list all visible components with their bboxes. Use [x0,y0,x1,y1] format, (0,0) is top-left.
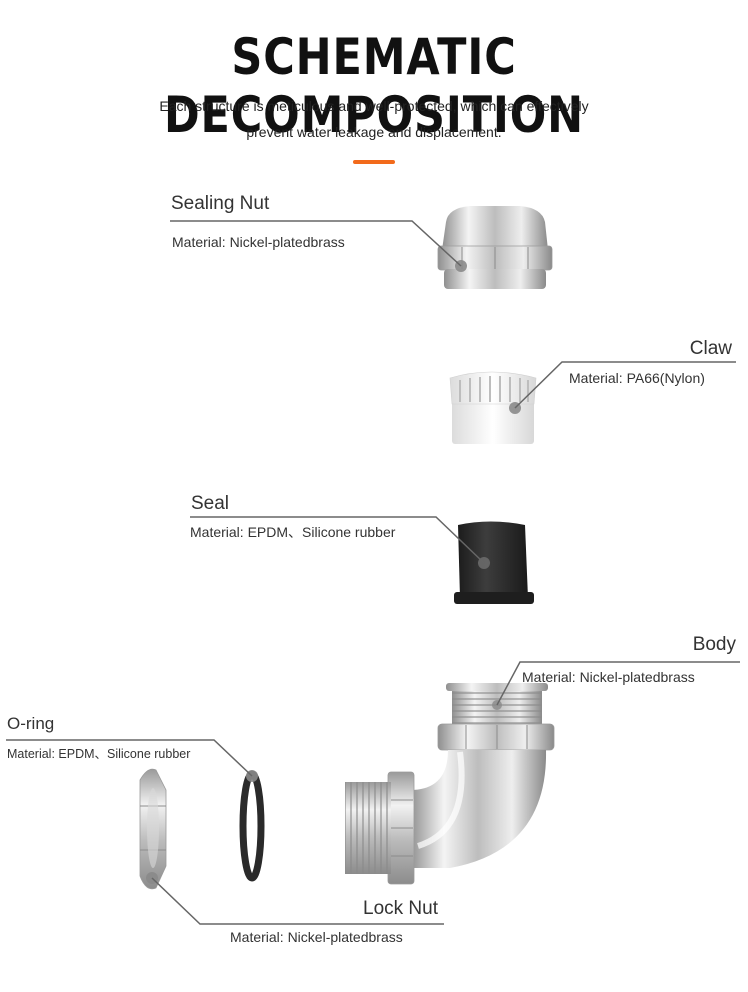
seal-name: Seal [191,493,230,514]
sealing-nut-material: Material: Nickel-platedbrass [172,234,345,250]
lock-nut-name: Lock Nut [363,898,438,919]
o-ring-material: Material: EPDM、Silicone rubber [7,747,191,761]
subtitle-line-1: Each structure is meticulous and well-pr… [159,98,589,114]
o-ring-name: O-ring [7,714,55,733]
elbow-body-image [345,683,555,885]
claw-material: Material: PA66(Nylon) [569,370,705,386]
o-ring-image [239,770,265,882]
body-material: Material: Nickel-platedbrass [522,669,695,685]
claw-image [449,371,537,444]
seal-image [454,521,534,604]
lock-nut-image [139,768,167,890]
subtitle-line-2: prevent water leakage and displacement. [246,124,502,140]
lock-nut-material: Material: Nickel-platedbrass [230,929,403,945]
claw-name: Claw [689,338,732,359]
page-title: SCHEMATIC DECOMPOSITION [163,28,585,144]
sealing-nut-name: Sealing Nut [171,193,270,214]
sealing-nut-image [437,206,553,289]
leader-lines [6,220,740,925]
accent-bar [353,160,395,164]
body-name: Body [692,634,736,655]
seal-material: Material: EPDM、Silicone rubber [190,524,396,540]
